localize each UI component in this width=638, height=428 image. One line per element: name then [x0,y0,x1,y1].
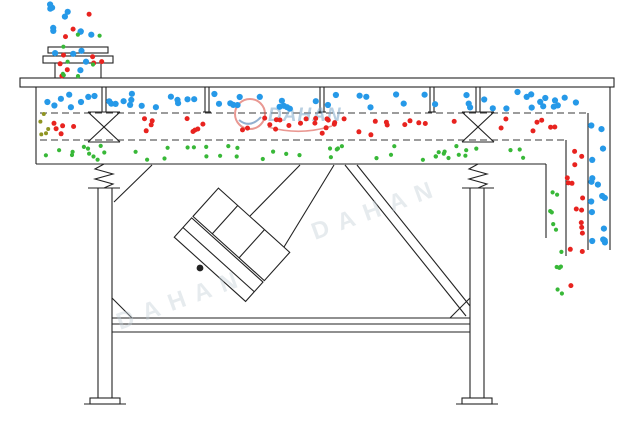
particles-discharge-green [548,190,565,296]
watermark-diagonal-text: DAHAN [113,264,251,336]
motor-shaft-dot [196,264,204,272]
particles-feed-green [60,32,102,79]
logo-swirl-icon [238,116,262,125]
particle-dots [38,1,609,296]
feed-inlet [42,46,114,78]
top-rail [19,77,615,88]
particles-discharge-red [564,148,586,289]
support-springs [88,163,494,189]
support-legs [84,188,498,405]
isolation-springs [87,111,495,143]
particles-mid-deck-red-center [142,115,457,138]
left-foot [89,397,121,405]
watermark-logo: DAHAN [234,98,342,133]
particles-feed-blue [47,1,95,74]
particles-feed-red [57,11,105,79]
right-foot [461,397,493,405]
particles-top-deck-blue [44,88,580,112]
particles-left-olive [38,112,51,137]
logo-ring-icon [234,98,266,130]
particles-discharge-blue [588,122,609,246]
screen-decks [40,112,586,141]
particles-bottom-deck-green [43,143,526,162]
braces-and-mount [113,164,471,317]
watermark-diagonal: DAHAN DAHAN [113,174,446,336]
left-gusset [111,297,133,319]
screen-box [35,87,611,256]
watermark-diagonal-text: DAHAN [308,174,446,246]
particles-mid-deck-red-left [51,120,77,137]
vibration-motor [173,187,291,303]
hanger-struts [101,87,481,113]
watermark-brand-text: DAHAN [268,105,342,126]
particles-mid-deck-red-right [498,116,558,134]
